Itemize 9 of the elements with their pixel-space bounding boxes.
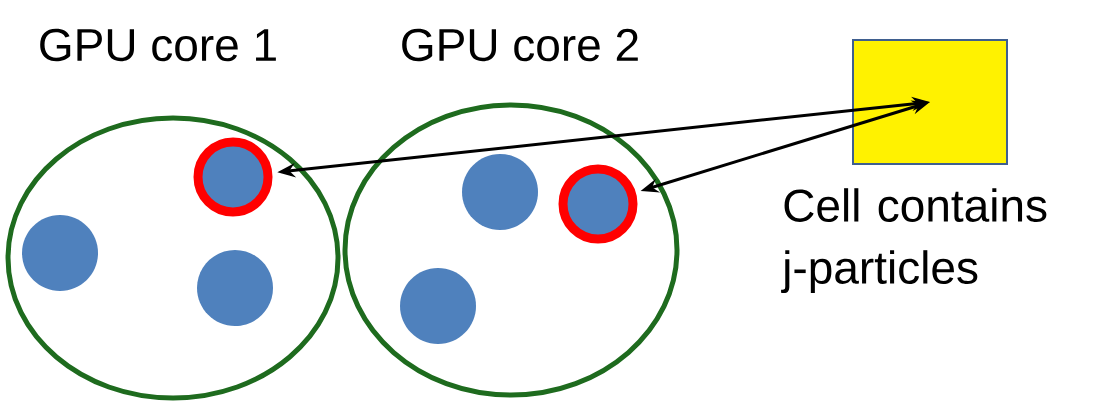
highlighted-particle (193, 137, 273, 217)
core-label: GPU core 1 (40, 28, 276, 62)
particle (400, 268, 476, 344)
particle (22, 215, 98, 291)
highlighted-particle (558, 164, 638, 244)
core-label: GPU core 2 (402, 28, 638, 62)
cell-caption: Cell contains j-particles (781, 188, 1047, 294)
particle (462, 154, 538, 230)
particle (197, 250, 273, 326)
